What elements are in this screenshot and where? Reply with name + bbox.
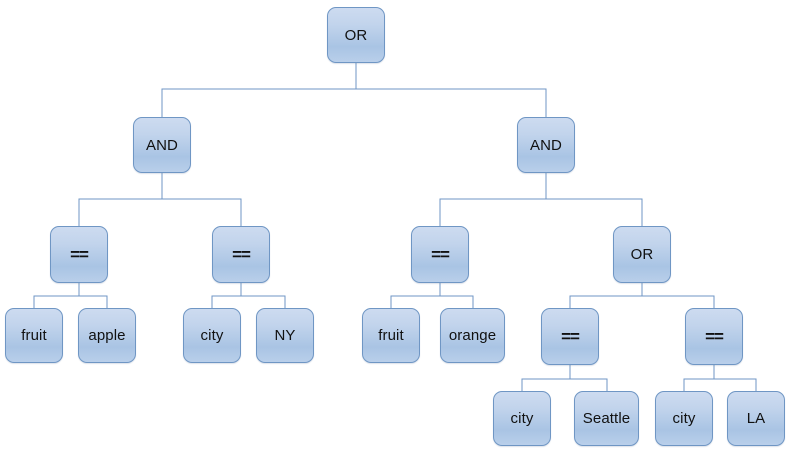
tree-node-label: == [232,245,251,264]
tree-node-label: LA [746,410,766,427]
tree-edge-eq-2-to-leaf-ny [240,283,286,308]
tree-node-label: OR [344,26,368,44]
tree-node-label: AND [146,136,178,154]
tree-edge-and-left-to-eq-2 [161,173,242,226]
tree-edge-or-inner-to-eq-5 [641,283,715,308]
tree-node-leaf-la[interactable]: LA [727,391,785,446]
tree-node-leaf-seattle[interactable]: Seattle [574,391,639,446]
tree-node-leaf-fruit2[interactable]: fruit [362,308,420,363]
tree-edge-or-inner-to-eq-4 [569,283,643,308]
tree-node-label: NY [274,327,296,344]
tree-node-label: city [200,327,224,344]
tree-node-leaf-fruit1[interactable]: fruit [5,308,63,363]
tree-edge-and-right-to-or-inner [545,173,643,226]
tree-node-label: city [510,410,534,427]
tree-node-or-inner[interactable]: OR [613,226,671,283]
tree-node-label: fruit [21,327,47,344]
tree-node-and-right[interactable]: AND [517,117,575,173]
tree-node-label: city [672,410,696,427]
tree-node-leaf-orange[interactable]: orange [440,308,505,363]
tree-edge-root-to-and-right [355,63,547,117]
tree-node-label: OR [630,246,654,263]
tree-node-eq-1[interactable]: == [50,226,108,283]
tree-edge-root-to-and-left [161,63,357,117]
tree-node-eq-5[interactable]: == [685,308,743,365]
tree-node-eq-3[interactable]: == [411,226,469,283]
tree-node-root[interactable]: OR [327,7,385,63]
tree-node-and-left[interactable]: AND [133,117,191,173]
tree-edge-and-left-to-eq-1 [78,173,163,226]
tree-node-label: apple [88,327,126,344]
tree-edge-eq-3-to-leaf-fruit2 [390,283,441,308]
tree-node-label: == [431,245,450,264]
tree-edge-eq-5-to-leaf-la [713,365,757,391]
tree-node-leaf-apple[interactable]: apple [78,308,136,363]
tree-edge-and-right-to-eq-3 [439,173,547,226]
tree-node-label: Seattle [582,410,631,427]
tree-edge-eq-2-to-leaf-city1 [211,283,242,308]
tree-node-label: == [70,245,89,264]
tree-edge-eq-1-to-leaf-apple [78,283,108,308]
tree-node-leaf-city1[interactable]: city [183,308,241,363]
tree-node-leaf-city3[interactable]: city [655,391,713,446]
tree-node-eq-4[interactable]: == [541,308,599,365]
tree-node-leaf-city2[interactable]: city [493,391,551,446]
tree-node-label: AND [530,136,562,154]
tree-node-label: == [561,327,580,346]
tree-node-leaf-ny[interactable]: NY [256,308,314,363]
tree-edge-eq-1-to-leaf-fruit1 [33,283,80,308]
tree-node-label: orange [448,327,497,344]
tree-node-label: fruit [378,327,404,344]
tree-edge-eq-5-to-leaf-city3 [683,365,715,391]
tree-node-label: == [705,327,724,346]
tree-edge-eq-4-to-leaf-seattle [569,365,608,391]
tree-edge-eq-4-to-leaf-city2 [521,365,571,391]
tree-edge-eq-3-to-leaf-orange [439,283,474,308]
tree-node-eq-2[interactable]: == [212,226,270,283]
